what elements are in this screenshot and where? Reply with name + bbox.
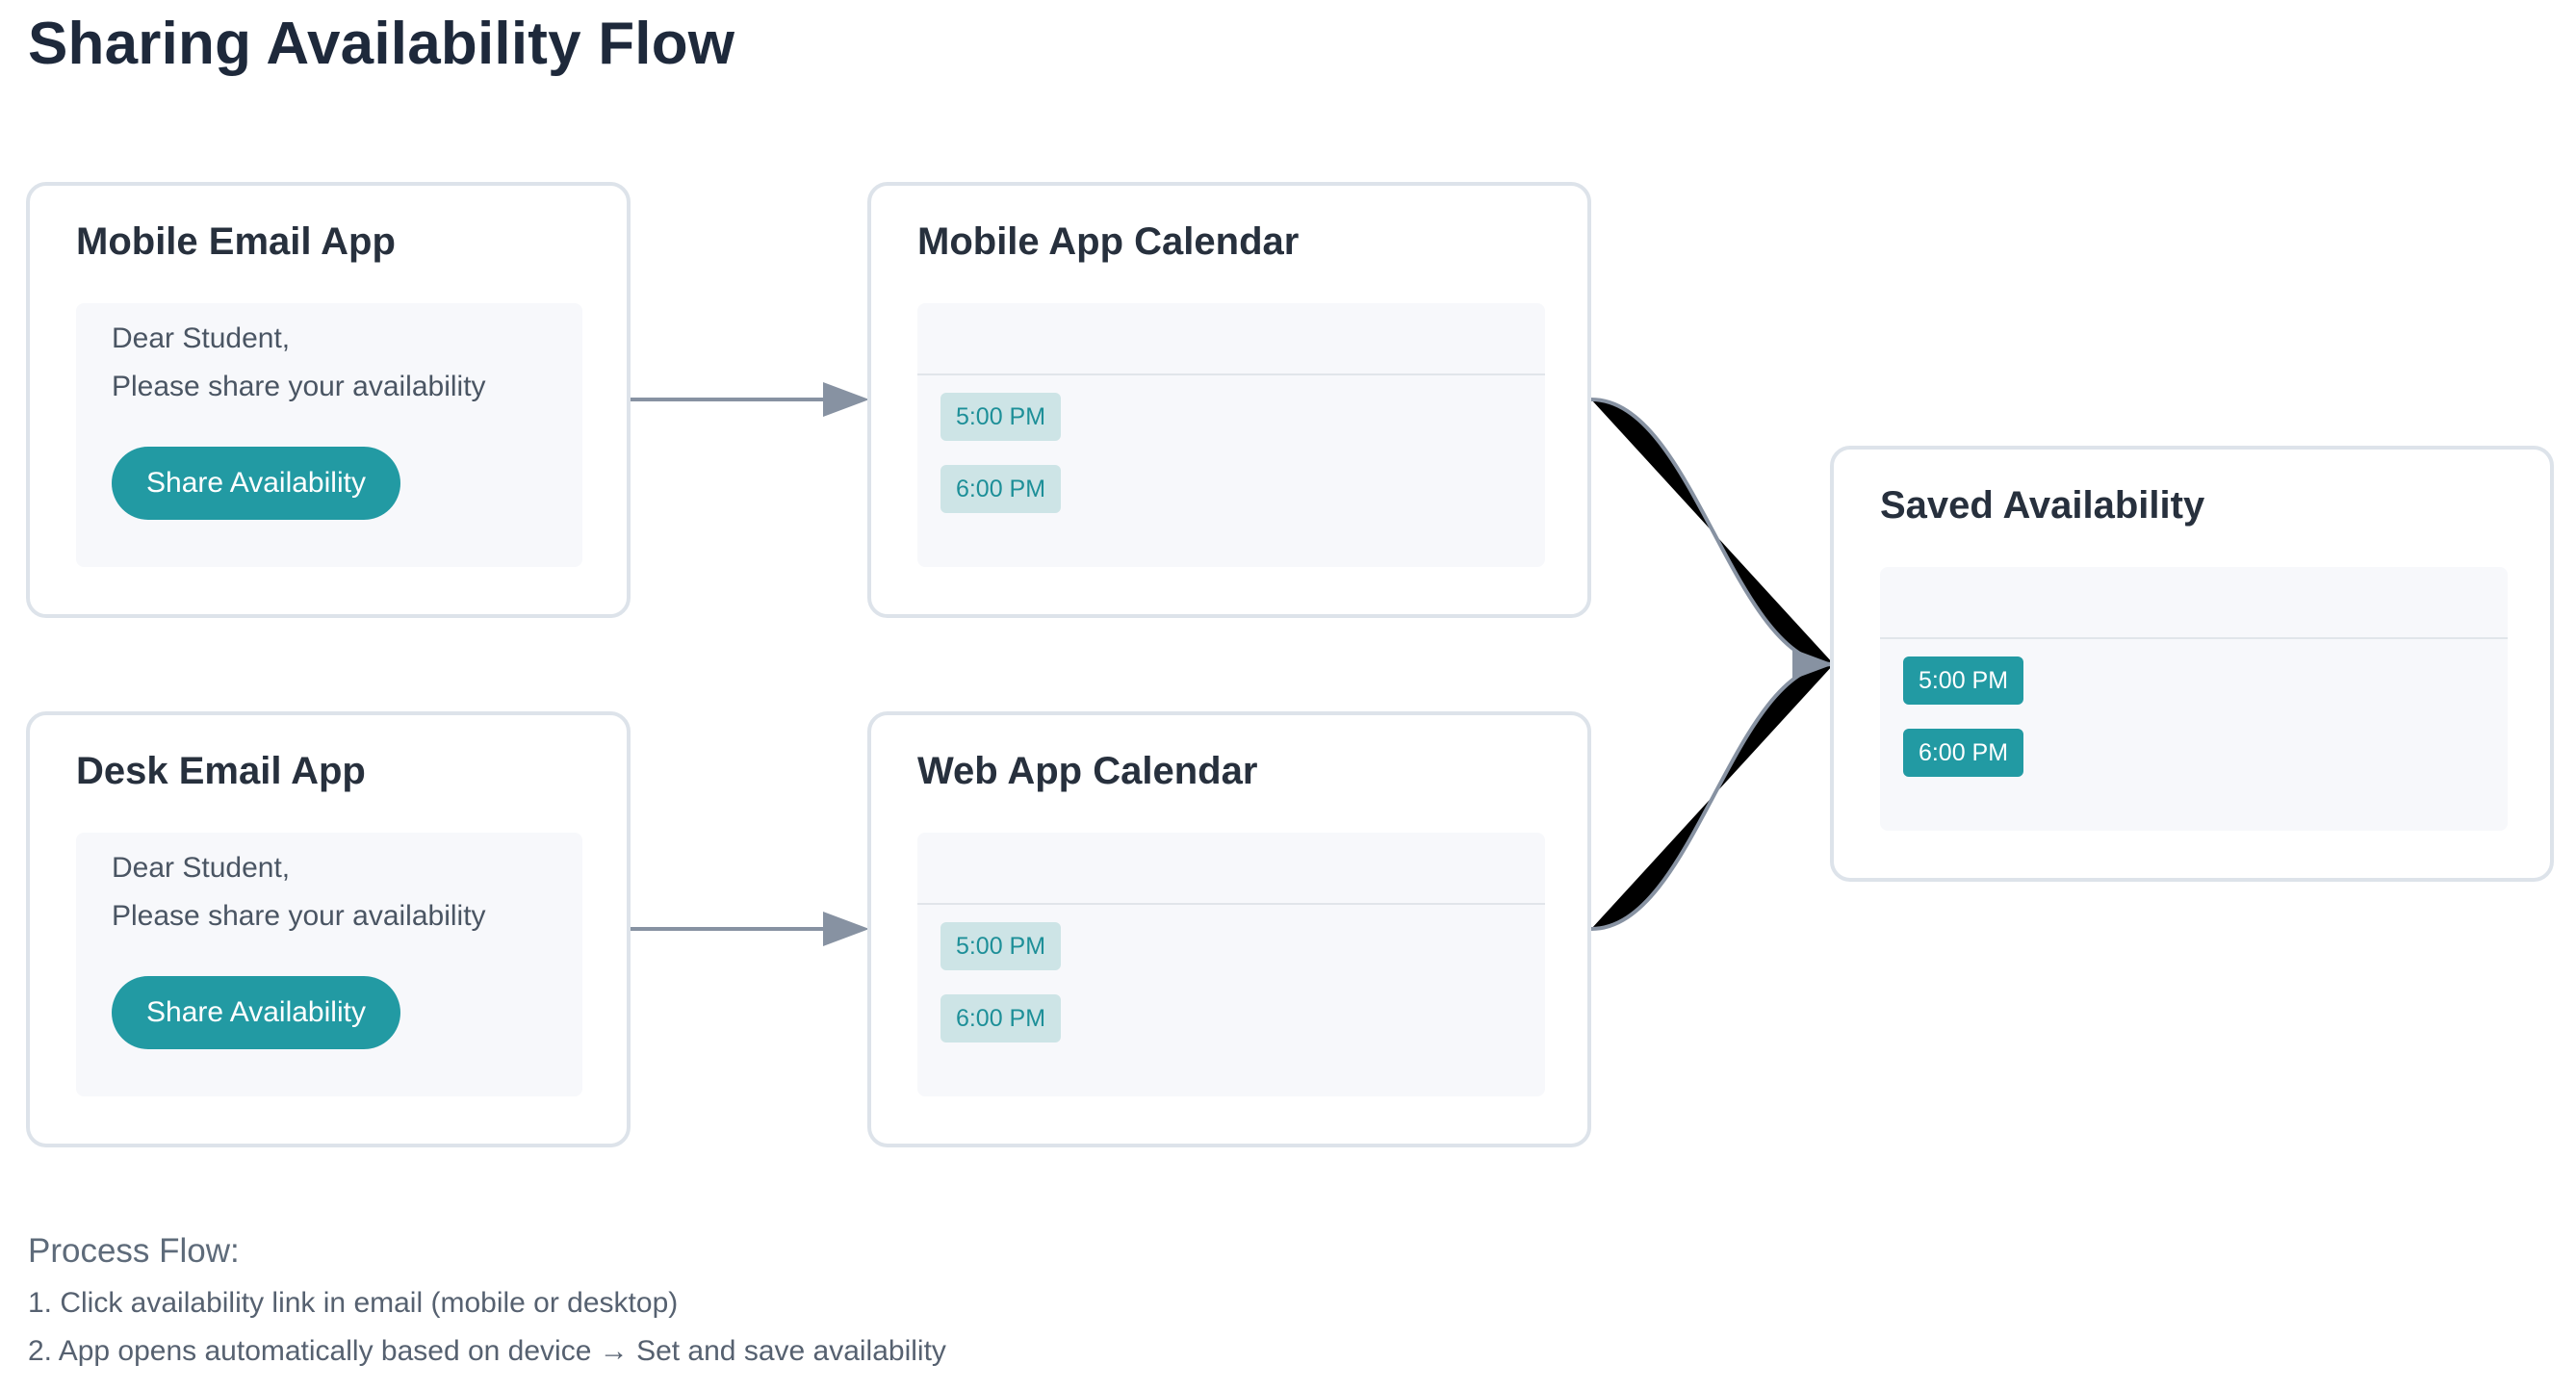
process-flow-heading: Process Flow:	[28, 1232, 240, 1270]
mobile-email-title: Mobile Email App	[76, 220, 396, 263]
saved-time-slot: 5:00 PM	[1903, 656, 2023, 705]
arrow-desk-email-to-web-calendar	[629, 912, 869, 946]
desk-email-message: Dear Student, Please share your availabi…	[76, 833, 582, 1096]
web-calendar-title: Web App Calendar	[917, 750, 1258, 792]
web-calendar-card: Web App Calendar 5:00 PM 6:00 PM	[867, 711, 1591, 1147]
mobile-email-card: Mobile Email App Dear Student, Please sh…	[26, 182, 631, 618]
share-availability-button-desk[interactable]: Share Availability	[112, 976, 400, 1049]
web-calendar-panel: 5:00 PM 6:00 PM	[917, 833, 1545, 1096]
page-title: Sharing Availability Flow	[28, 11, 735, 77]
process-step: 2. App opens automatically based on devi…	[28, 1335, 946, 1367]
mobile-calendar-card: Mobile App Calendar 5:00 PM 6:00 PM	[867, 182, 1591, 618]
desk-email-card: Desk Email App Dear Student, Please shar…	[26, 711, 631, 1147]
arrow-into-saved-icon	[1792, 649, 1834, 680]
saved-availability-title: Saved Availability	[1880, 484, 2205, 527]
saved-availability-card: Saved Availability 5:00 PM 6:00 PM	[1830, 446, 2554, 882]
process-step: 1. Click availability link in email (mob…	[28, 1287, 679, 1319]
arrow-mobile-email-to-mobile-calendar	[629, 382, 869, 417]
time-slot[interactable]: 5:00 PM	[940, 393, 1061, 441]
saved-availability-panel: 5:00 PM 6:00 PM	[1880, 567, 2508, 831]
time-slot[interactable]: 6:00 PM	[940, 994, 1061, 1042]
time-slot[interactable]: 6:00 PM	[940, 465, 1061, 513]
mobile-email-message: Dear Student, Please share your availabi…	[76, 303, 582, 567]
calendar-divider	[1880, 637, 2508, 639]
email-greeting: Dear Student,	[112, 322, 291, 354]
mobile-calendar-panel: 5:00 PM 6:00 PM	[917, 303, 1545, 567]
email-message: Please share your availability	[112, 900, 486, 932]
calendar-divider	[917, 903, 1545, 905]
share-availability-button-mobile[interactable]: Share Availability	[112, 447, 400, 520]
email-greeting: Dear Student,	[112, 852, 291, 884]
curve-web-calendar-to-saved	[1590, 662, 1835, 931]
email-message: Please share your availability	[112, 371, 486, 402]
desk-email-title: Desk Email App	[76, 750, 366, 792]
curve-mobile-calendar-to-saved	[1590, 398, 1835, 666]
saved-time-slot: 6:00 PM	[1903, 729, 2023, 777]
mobile-calendar-title: Mobile App Calendar	[917, 220, 1300, 263]
calendar-divider	[917, 373, 1545, 375]
time-slot[interactable]: 5:00 PM	[940, 922, 1061, 970]
